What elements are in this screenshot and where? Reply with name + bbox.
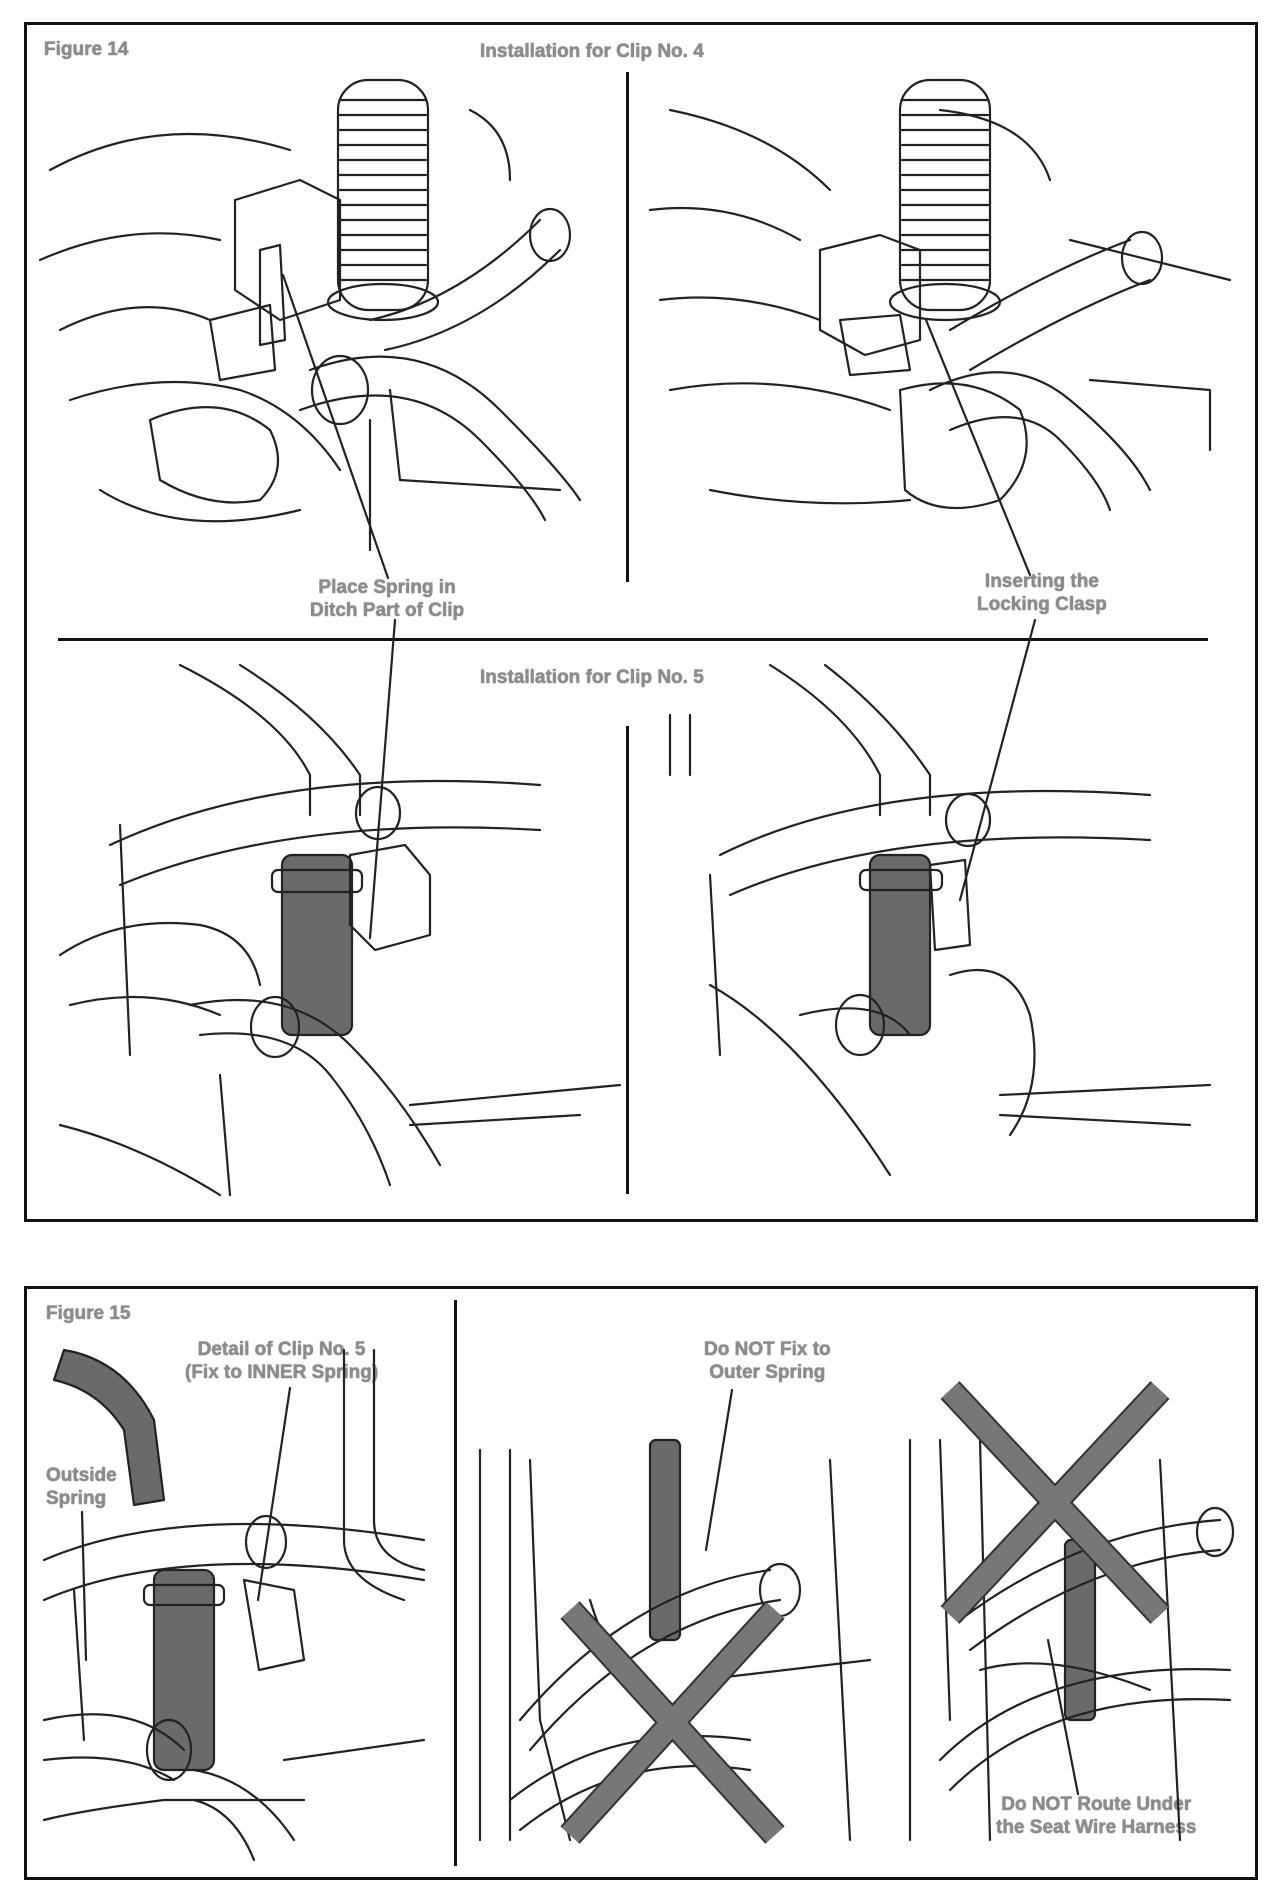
clip-5-title: Installation for Clip No. 5 [480,667,704,688]
figure-15-divider [454,1300,457,1866]
horizontal-divider [58,638,1208,641]
callout-outside-spring: Outside Spring [46,1464,117,1510]
callout-detail-clip-5-line-2: (Fix to INNER Spring) [185,1362,379,1383]
clip-4-title: Installation for Clip No. 4 [480,41,704,62]
x-mark-icon [560,1601,785,1844]
callout-outside-spring-line-2: Spring [46,1488,107,1509]
callout-locking-clasp: Inserting the Locking Clasp [977,570,1107,616]
clip-5-step-1-illustration [58,663,622,1197]
callout-place-spring-line-2: Ditch Part of Clip [310,600,465,621]
callout-locking-clasp-line-1: Inserting the [984,571,1099,592]
clip-4-step-1-illustration [38,78,582,552]
callout-do-not-fix-line-1: Do NOT Fix to [704,1339,831,1360]
clip-5-detail-illustration [42,1348,426,1862]
callout-outside-spring-line-1: Outside [46,1465,117,1486]
wrong-route-illustration [908,1438,1235,1842]
callout-do-not-fix-line-2: Outer Spring [709,1362,826,1383]
callout-locking-clasp-line-2: Locking Clasp [977,594,1107,615]
callout-detail-clip-5-line-1: Detail of Clip No. 5 [197,1339,366,1360]
clip-4-step-2-illustration [648,78,1232,512]
x-mark-icon [940,1381,1170,1624]
figure-15-label: Figure 15 [46,1303,131,1324]
vertical-divider-bottom [626,726,629,1194]
callout-place-spring-line-1: Place Spring in [318,577,456,598]
vertical-divider-top [626,72,629,582]
callout-do-not-route: Do NOT Route Under the Seat Wire Harness [996,1793,1196,1839]
clip-5-step-2-illustration [668,663,1212,1177]
figure-14-label: Figure 14 [44,39,129,60]
figure-14-panel [24,22,1258,1222]
callout-detail-clip-5: Detail of Clip No. 5 (Fix to INNER Sprin… [185,1338,378,1384]
figure-14-leader-lines [281,273,1037,940]
callout-do-not-route-line-1: Do NOT Route Under [1001,1794,1192,1815]
callout-do-not-fix: Do NOT Fix to Outer Spring [704,1338,831,1384]
callout-place-spring: Place Spring in Ditch Part of Clip [310,576,464,622]
callout-do-not-route-line-2: the Seat Wire Harness [996,1817,1197,1838]
